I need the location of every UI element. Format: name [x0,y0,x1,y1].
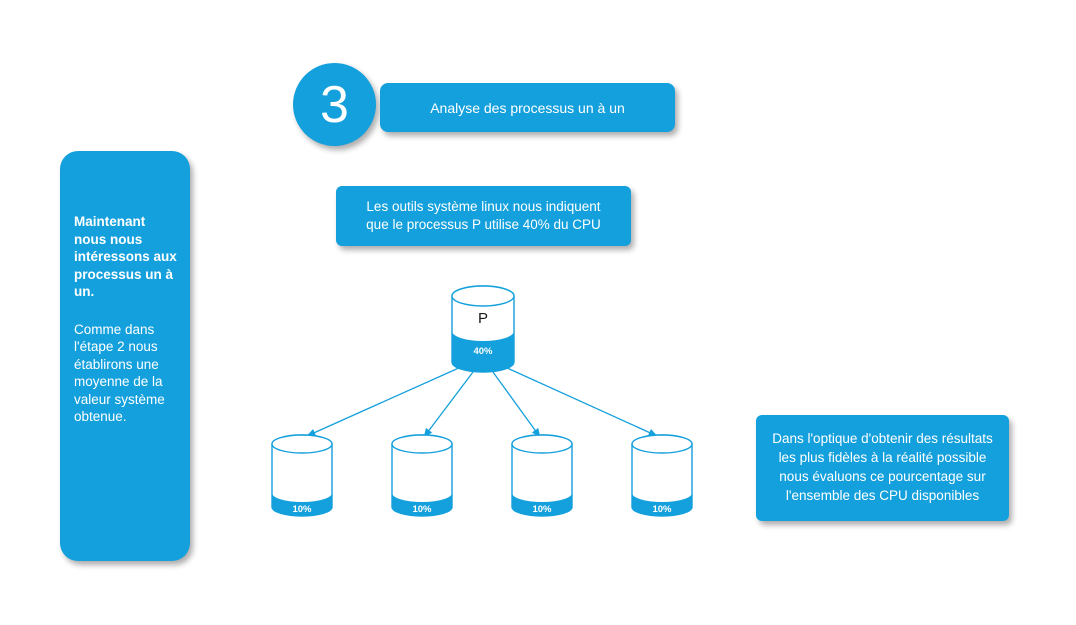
cpu-note-text: Dans l'optique d'obtenir des résultats l… [772,431,993,503]
process-info-box: Les outils système linux nous indiquent … [336,186,631,246]
cpu-cylinder-1: 10% [271,434,333,517]
process-label: P [478,310,488,327]
arrow-to-cpu-1 [306,366,462,437]
cpu-cylinder-2: 10% [391,434,453,517]
process-info-text: Les outils système linux nous indiquent … [366,198,601,232]
arrow-to-cpu-4 [504,366,658,437]
left-note-body: Comme dans l'étape 2 nous établirons une… [74,321,165,425]
left-note-panel: Maintenant nous nous intéressons aux pro… [60,151,190,561]
fan-out-arrows [306,366,658,438]
cpu-cylinder-3: 10% [511,434,573,517]
process-usage-value: 40% [473,346,493,357]
arrow-to-cpu-3 [492,371,541,438]
cpu-cylinder-4: 10% [631,434,693,517]
cpu-3-usage-value: 10% [532,504,552,515]
cpu-2-usage-value: 10% [412,504,432,515]
step-number: 3 [320,75,349,134]
step-number-badge: 3 [293,63,376,146]
arrow-to-cpu-2 [423,371,474,438]
cpu-1-usage-value: 10% [292,504,312,515]
cpu-4-usage-value: 10% [652,504,672,515]
step-title-box: Analyse des processus un à un [380,83,675,132]
cpu-note-box: Dans l'optique d'obtenir des résultats l… [756,415,1009,521]
left-note-intro: Maintenant nous nous intéressons aux pro… [74,214,177,300]
process-cylinder: P 40% [451,285,515,373]
step-title: Analyse des processus un à un [430,99,625,116]
